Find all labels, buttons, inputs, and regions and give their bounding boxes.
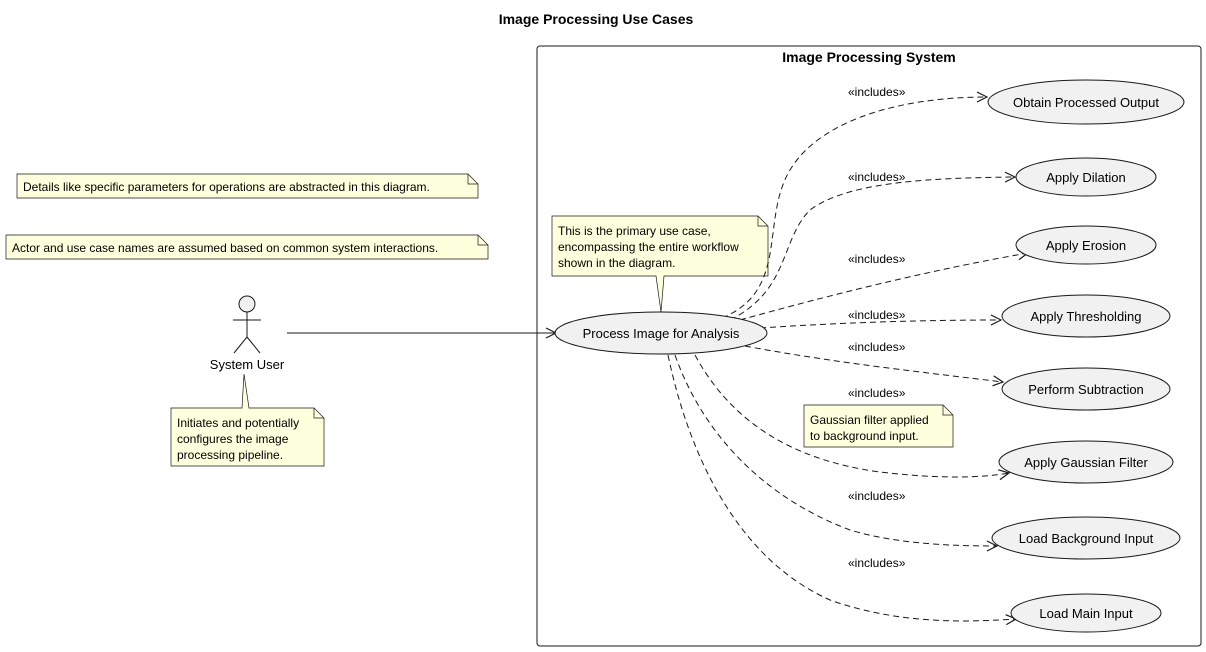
svg-text:Apply Thresholding: Apply Thresholding: [1030, 309, 1141, 324]
diagram-title: Image Processing Use Cases: [499, 11, 694, 27]
include-label: «includes»: [848, 340, 906, 354]
note-gaussian: Gaussian filter applied to background in…: [803, 404, 954, 448]
note-primary-use-case: This is the primary use case, encompassi…: [551, 215, 769, 313]
include-label: «includes»: [848, 386, 906, 400]
include-relations: [667, 97, 1028, 621]
svg-text:Perform Subtraction: Perform Subtraction: [1028, 382, 1144, 397]
include-label: «includes»: [848, 85, 906, 99]
include-arrow: [744, 345, 1003, 382]
note-actor: Initiates and potentially configures the…: [170, 373, 325, 467]
actor-system-user[interactable]: System User: [210, 295, 285, 372]
svg-text:Gaussian filter applied: Gaussian filter applied to background in…: [810, 413, 932, 443]
include-arrow: [667, 354, 1016, 621]
use-case-process-image[interactable]: Process Image for Analysis: [554, 311, 768, 355]
svg-text:Load Main Input: Load Main Input: [1039, 606, 1133, 621]
svg-text:This is the primary use case,: This is the primary use case, encompassi…: [558, 224, 742, 270]
svg-text:Details like specific paramete: Details like specific parameters for ope…: [23, 180, 430, 194]
system-name: Image Processing System: [782, 49, 956, 65]
use-case-obtain-output[interactable]: Obtain Processed Output: [987, 79, 1185, 125]
svg-text:Process Image for Analysis: Process Image for Analysis: [583, 326, 740, 341]
note-params: Details like specific parameters for ope…: [16, 173, 479, 199]
use-case-apply-gaussian[interactable]: Apply Gaussian Filter: [998, 440, 1174, 484]
use-case-apply-thresholding[interactable]: Apply Thresholding: [1001, 294, 1171, 338]
system-boundary: [536, 45, 1202, 647]
svg-text:Initiates and potentially: Initiates and potentially configures the…: [177, 416, 302, 462]
svg-text:Actor and use case names are a: Actor and use case names are assumed bas…: [12, 241, 438, 255]
include-label: «includes»: [848, 308, 906, 322]
svg-text:Apply Dilation: Apply Dilation: [1046, 170, 1126, 185]
include-arrow: [674, 354, 997, 546]
use-case-perform-subtraction[interactable]: Perform Subtraction: [1001, 367, 1171, 411]
use-case-apply-dilation[interactable]: Apply Dilation: [1015, 157, 1157, 197]
include-arrow: [721, 97, 987, 319]
include-arrow: [694, 354, 1009, 477]
include-label: «includes»: [848, 489, 906, 503]
note-assumed: Actor and use case names are assumed bas…: [5, 234, 489, 260]
svg-text:Load Background Input: Load Background Input: [1019, 531, 1154, 546]
svg-text:Apply Gaussian Filter: Apply Gaussian Filter: [1024, 455, 1148, 470]
include-arrow: [729, 177, 1015, 321]
stick-figure-icon: [233, 295, 261, 354]
svg-text:Apply Erosion: Apply Erosion: [1046, 238, 1126, 253]
svg-text:Obtain Processed Output: Obtain Processed Output: [1013, 95, 1159, 110]
use-case-load-main[interactable]: Load Main Input: [1010, 593, 1162, 633]
include-arrow: [759, 320, 1001, 329]
use-case-apply-erosion[interactable]: Apply Erosion: [1015, 225, 1157, 265]
actor-name: System User: [210, 357, 285, 372]
include-label: «includes»: [848, 170, 906, 184]
use-case-load-background[interactable]: Load Background Input: [991, 516, 1181, 560]
include-arrow: [739, 253, 1028, 321]
include-labels: «includes» «includes» «includes» «includ…: [848, 85, 906, 570]
include-label: «includes»: [848, 252, 906, 266]
include-label: «includes»: [848, 556, 906, 570]
